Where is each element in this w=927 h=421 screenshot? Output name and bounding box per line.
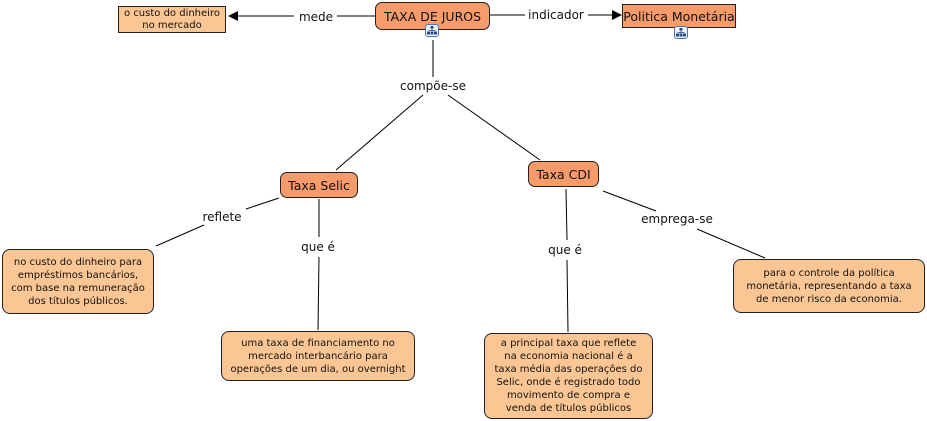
link-label-selic-que-e[interactable]: que é	[299, 240, 337, 254]
concept-taxa-cdi[interactable]: Taxa CDI	[528, 161, 599, 187]
line-quee-box-cdi	[566, 259, 569, 333]
concept-taxa-de-juros-label: TAXA DE JUROS	[383, 8, 482, 24]
concept-taxa-selic[interactable]: Taxa Selic	[280, 172, 358, 198]
detail-custo-dinheiro-text: o custo do dinheiro no mercado	[124, 8, 220, 31]
detail-cdi-emprega[interactable]: para o controle da política monetária, r…	[733, 259, 925, 313]
link-label-mede[interactable]: mede	[296, 10, 336, 24]
line-emprega-box	[696, 228, 766, 259]
detail-selic-que-e[interactable]: uma taxa de financiamento no mercado int…	[221, 331, 415, 381]
line-compoe-selic	[335, 94, 424, 171]
link-label-cdi-que-e[interactable]: que é	[546, 243, 584, 257]
line-cdi-quee	[565, 188, 568, 241]
link-label-reflete[interactable]: reflete	[200, 210, 244, 224]
detail-cdi-emprega-text: para o controle da política monetária, r…	[746, 267, 912, 305]
line-cdi-emprega	[602, 190, 657, 212]
detail-selic-reflete[interactable]: no custo do dinheiro para empréstimos ba…	[2, 249, 154, 314]
line-compoe-cdi	[447, 94, 541, 161]
hierarchy-submap-icon[interactable]	[674, 26, 688, 39]
detail-cdi-que-e-text: a principal taxa que reflete na economia…	[494, 338, 643, 414]
concept-politica-monetaria-label: Politica Monetária	[623, 8, 735, 24]
link-label-indicador[interactable]: indicador	[526, 8, 586, 22]
detail-selic-reflete-text: no custo do dinheiro para empréstimos ba…	[11, 256, 145, 307]
concept-taxa-selic-label: Taxa Selic	[288, 177, 350, 193]
detail-selic-que-e-text: uma taxa de financiamento no mercado int…	[230, 337, 406, 375]
line-quee-box-selic	[317, 256, 320, 331]
link-label-compoe-se[interactable]: compõe-se	[398, 79, 468, 93]
hierarchy-submap-icon[interactable]	[425, 24, 439, 37]
line-selic-reflete	[245, 197, 280, 210]
link-label-emprega-se[interactable]: emprega-se	[639, 212, 715, 226]
concept-politica-monetaria[interactable]: Politica Monetária	[622, 4, 736, 28]
concept-taxa-cdi-label: Taxa CDI	[536, 166, 591, 182]
line-reflete-box	[155, 224, 205, 247]
detail-cdi-que-e[interactable]: a principal taxa que reflete na economia…	[484, 333, 653, 419]
detail-custo-dinheiro[interactable]: o custo do dinheiro no mercado	[118, 6, 226, 33]
